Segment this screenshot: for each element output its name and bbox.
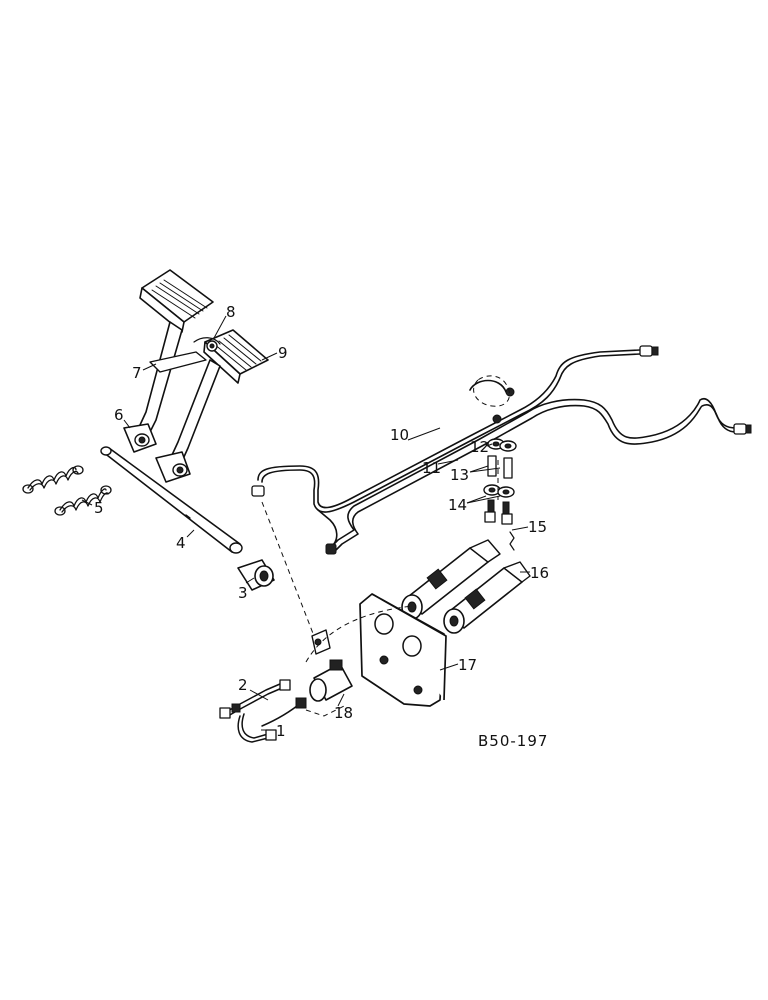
callout-17: 17 — [458, 656, 477, 674]
pipe-fittings — [251, 345, 752, 555]
banjo-fittings — [483, 438, 517, 551]
callout-8: 8 — [226, 303, 236, 321]
callout-9: 9 — [278, 344, 288, 362]
pedal-assembly — [123, 269, 269, 483]
callout-13: 13 — [450, 466, 469, 484]
callout-3: 3 — [238, 584, 248, 602]
brake-pipes — [257, 349, 737, 553]
return-springs — [22, 465, 112, 516]
callout-numbers: 1 2 3 4 5 6 7 8 9 10 11 12 13 14 15 16 1… — [94, 303, 549, 740]
clutch-cylinder — [309, 629, 353, 702]
callout-16: 16 — [530, 564, 549, 582]
callout-11: 11 — [422, 459, 441, 477]
callout-10: 10 — [390, 426, 409, 444]
reference-code: B50-197 — [478, 732, 548, 750]
callout-2: 2 — [238, 676, 248, 694]
callout-6: 6 — [114, 406, 124, 424]
bushing — [237, 559, 275, 591]
pedal-pad-rear — [139, 269, 214, 333]
callout-1: 1 — [276, 722, 286, 740]
leader-lines — [81, 315, 530, 731]
pedal-pad-front — [203, 329, 269, 384]
callout-5: 5 — [94, 499, 104, 517]
callout-4: 4 — [176, 534, 186, 552]
master-cylinders — [401, 539, 531, 634]
assembly-lines — [261, 460, 499, 717]
cross-shaft — [100, 446, 243, 554]
mounting-bracket — [359, 593, 447, 707]
callout-7: 7 — [132, 364, 142, 382]
callout-14: 14 — [448, 496, 467, 514]
callout-18: 18 — [334, 704, 353, 722]
callout-12: 12 — [470, 438, 489, 456]
callout-15: 15 — [528, 518, 547, 536]
hose-fittings — [219, 679, 307, 741]
